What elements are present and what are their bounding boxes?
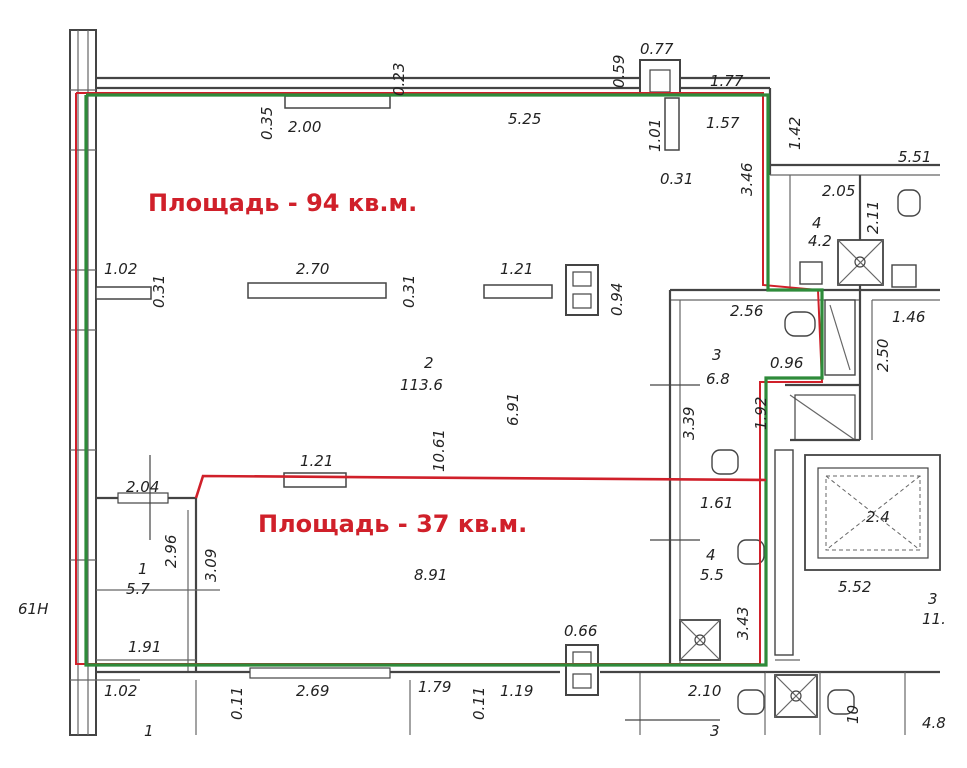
dim-label: 11. xyxy=(922,610,946,628)
dim-label: 1.21 xyxy=(500,260,533,278)
dim-label: 10.61 xyxy=(430,429,448,472)
dim-label: 1.61 xyxy=(700,494,733,512)
dim-label: 1 xyxy=(138,560,148,578)
dim-label: 0.31 xyxy=(400,275,418,308)
dim-label: 3.39 xyxy=(680,407,698,440)
dim-label: 1.42 xyxy=(786,117,804,150)
dim-label: 2.11 xyxy=(864,201,882,234)
dim-label: 0.35 xyxy=(258,107,276,140)
dim-label: 0.11 xyxy=(228,687,246,720)
dim-label: 10 xyxy=(844,705,862,724)
dim-label: 113.6 xyxy=(400,376,443,394)
dim-label: 6.8 xyxy=(706,370,730,388)
dim-label: 4.2 xyxy=(808,232,832,250)
dim-label: 0.11 xyxy=(470,687,488,720)
dim-label: 3.46 xyxy=(738,163,756,196)
dim-label: 3.43 xyxy=(734,607,752,640)
interior-elements xyxy=(95,264,765,735)
dim-label: 0.96 xyxy=(770,354,803,372)
dim-label: 2.96 xyxy=(162,535,180,568)
dim-label: 5.7 xyxy=(126,580,150,598)
outline-94-green xyxy=(84,93,824,667)
dim-label: 1.19 xyxy=(500,682,533,700)
top-wall xyxy=(96,59,770,151)
dim-label: 1.46 xyxy=(892,308,925,326)
dim-label: 6.91 xyxy=(504,393,522,426)
dim-label: 5.51 xyxy=(898,148,931,166)
outline-37-red xyxy=(194,474,767,499)
dim-label: 2.05 xyxy=(822,182,855,200)
dim-label: 5.52 xyxy=(838,578,871,596)
dim-label: 3 xyxy=(712,346,722,364)
dim-label: 2.50 xyxy=(874,339,892,372)
dim-label: 0.66 xyxy=(564,622,597,640)
dim-label: 2.00 xyxy=(288,118,321,136)
dim-label: 5.25 xyxy=(508,110,541,128)
dim-label: 1.77 xyxy=(710,72,744,90)
dim-label: 4 xyxy=(706,546,716,564)
dim-label: 2 xyxy=(424,354,434,372)
dim-label: 8.91 xyxy=(414,566,447,584)
service-area-walls xyxy=(639,88,941,735)
dim-label: 0.94 xyxy=(608,283,626,316)
dim-label: 2.70 xyxy=(296,260,329,278)
dim-label: 1.91 xyxy=(128,638,161,656)
dim-label: 0.77 xyxy=(640,40,674,58)
dim-label: 0.31 xyxy=(660,170,693,188)
dim-label: 2.4 xyxy=(866,508,890,526)
dim-label: 3 xyxy=(928,590,938,608)
area-label-94: Площадь - 94 кв.м. xyxy=(148,189,417,217)
dim-label: 0.59 xyxy=(610,55,628,88)
dim-label: 1 xyxy=(144,722,154,740)
dim-label: 1.01 xyxy=(646,119,664,152)
dim-label: 0.23 xyxy=(390,63,408,96)
area-label-37: Площадь - 37 кв.м. xyxy=(258,510,527,538)
dim-label: 1.02 xyxy=(104,260,137,278)
dim-label: 2.04 xyxy=(126,478,159,496)
dim-label: 0.31 xyxy=(150,275,168,308)
dim-label: 3.09 xyxy=(202,549,220,582)
dim-label: 1.02 xyxy=(104,682,137,700)
dim-label: 1.92 xyxy=(752,397,770,430)
left-exterior-wall xyxy=(69,29,97,736)
dim-label: 2.69 xyxy=(296,682,329,700)
dim-label: 1.79 xyxy=(418,678,451,696)
dim-label: 4.8 xyxy=(922,714,946,732)
dim-label: 4 xyxy=(812,214,822,232)
dim-label: 2.56 xyxy=(730,302,763,320)
area-outlines xyxy=(75,92,824,667)
dim-label: 3 xyxy=(710,722,720,740)
dim-label: 5.5 xyxy=(700,566,724,584)
dim-label: 2.10 xyxy=(688,682,721,700)
dim-label: 1.57 xyxy=(706,114,740,132)
dimension-labels: 0.77 0.59 0.23 1.77 0.35 2.00 5.25 1.01 … xyxy=(18,40,946,740)
dim-label: 1.21 xyxy=(300,452,333,470)
dim-label: 61Н xyxy=(18,600,48,618)
